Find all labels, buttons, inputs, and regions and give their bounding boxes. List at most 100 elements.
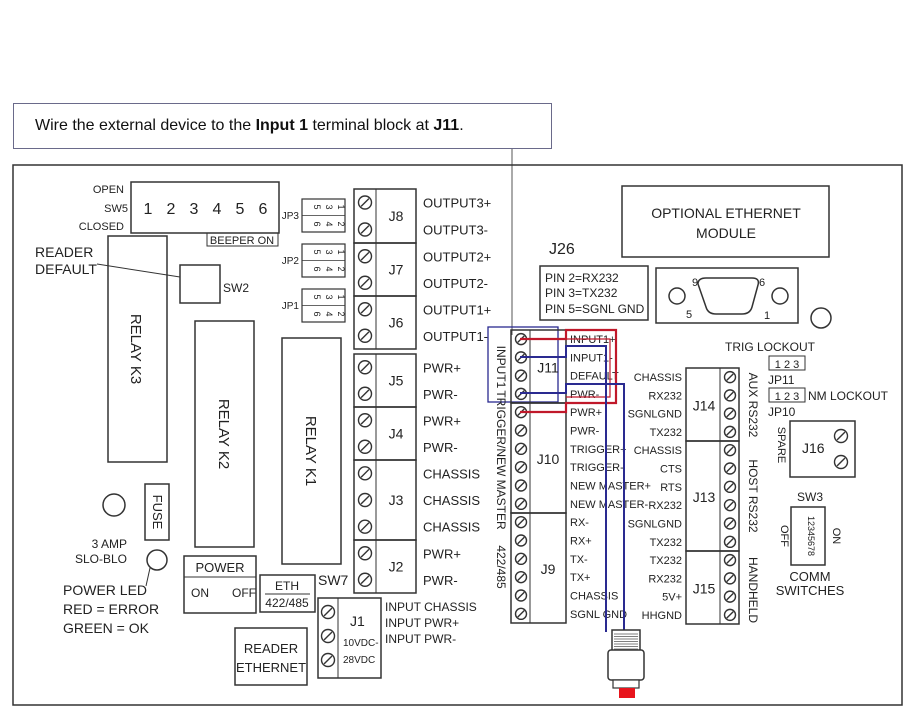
terminal-pin-label: TX232 [650,537,682,549]
screw-terminal [723,535,737,549]
sw5-position: 5 [236,201,245,218]
screw-terminal [320,652,336,668]
fuse-label: FUSE [150,495,165,530]
jumper-label: JP1 [282,301,300,312]
terminal-pin-label: PWR- [570,426,600,438]
terminal-pin-label: OUTPUT2+ [423,249,491,264]
instruction-text: Wire the external device to the [35,117,256,134]
screw-terminal [723,389,737,402]
instruction-box: Wire the external device to the Input 1 … [13,103,552,149]
terminal-pin-label: RX- [570,517,589,529]
screw-terminal [357,302,373,317]
screw-terminal [723,608,737,622]
jumper-pin: 3 [324,294,334,299]
terminal-pin-label: NEW MASTER+ [570,481,651,493]
screw-terminal [833,428,849,444]
sw3-switch[interactable] [790,506,826,566]
terminal-pin-label: TRIGGER- [570,462,624,474]
jp10-jumper[interactable] [768,387,806,403]
jumper-pin: 1 [336,204,346,209]
screw-terminal [723,590,737,603]
jp11-jumper[interactable] [768,355,806,371]
terminal-pin-label: INPUT1+ [570,334,616,346]
sw5-position: 3 [190,201,199,218]
comm-switches-label: COMM [789,569,830,584]
terminal-label: J14 [693,398,716,414]
terminal-pin-label: SGNLGND [628,519,682,531]
db9-screw [668,287,686,305]
relay-k3 [107,235,168,463]
screw-terminal [357,386,373,401]
screw-terminal [357,466,373,481]
screw-terminal [833,454,849,470]
red-wire-inner [566,338,611,398]
screw-terminal [357,222,373,237]
terminal-pin-label: CHASSIS [634,372,682,384]
power-led [146,549,168,571]
power-led-green-label: GREEN = OK [63,620,150,636]
j26-label: J26 [549,241,575,258]
screw-terminal [357,413,373,428]
jp10-pins: 1 2 3 [775,391,799,403]
jumper-pin: 1 [336,249,346,254]
terminal-pin-label: PWR- [423,440,458,455]
reader-default-label-2: DEFAULT [35,261,97,277]
terminal-label: J11 [537,360,559,376]
jumper-pin: 2 [336,266,346,271]
jumper-pin: 6 [312,311,322,316]
screw-terminal [723,443,737,457]
screw-terminal [357,249,373,264]
sw2-button[interactable] [179,264,221,304]
input1-label: INPUT1 [494,346,508,389]
terminal-pin-label: TX232 [650,555,682,567]
terminal-label: J10 [537,451,560,467]
sw5-open-label: OPEN [93,184,124,196]
db9-pin6: 6 [759,277,765,289]
screw-terminal [723,498,737,512]
optional-ethernet-module [621,185,830,258]
terminal-pin-label: PWR- [423,573,458,588]
instruction-input-label: Input 1 [255,117,308,134]
eth-mode-label: 422/485 [265,596,309,610]
sw5-position: 6 [259,201,268,218]
j1-label: J1 [350,613,365,629]
terminal-label: J15 [693,581,716,597]
jumper-pin: 6 [312,266,322,271]
terminal-pin-label: PWR- [570,389,600,401]
j1-pin-label: INPUT CHASSIS [385,600,477,614]
terminal-pin-label: OUTPUT3- [423,223,488,238]
jumper-pin: 5 [312,294,322,299]
terminal-pin-label: CTS [660,464,682,476]
db9-connector [655,267,799,324]
power-switch[interactable] [183,555,257,614]
j26-pinout [539,265,649,321]
eth-switch[interactable] [259,574,316,613]
screw-terminal [723,370,737,384]
input-wiring [520,328,625,632]
connector-red-cap [619,688,635,698]
terminal-pin-label: TX+ [570,572,590,584]
sw5-position: 4 [213,201,222,218]
j26-pin2: PIN 2=RX232 [545,271,619,285]
screw-terminal [723,572,737,585]
screw-terminal [514,369,528,382]
terminal-label: J7 [389,262,404,278]
reader-default-label: READER [35,244,93,260]
reader-default-pointer [96,263,181,278]
sw5-closed-label: CLOSED [79,221,124,233]
sw5-beeper-label: BEEPER ON [210,235,274,247]
screw-terminal [723,553,737,567]
screw-terminal [357,546,373,561]
mounting-hole [810,307,832,329]
trig-lockout-label: TRIG LOCKOUT [725,340,816,354]
